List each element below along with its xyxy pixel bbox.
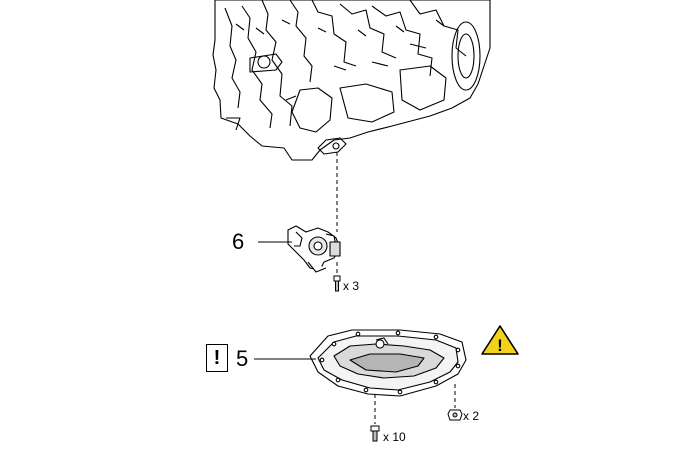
pan-bolt-quantity: x 10	[383, 430, 406, 444]
callout-6: 6	[232, 229, 245, 254]
pump-bolt-quantity: x 3	[343, 279, 360, 293]
callout-5: 5	[236, 346, 249, 371]
note-mark: !	[213, 346, 221, 369]
warning-icon-glyph: !	[497, 336, 503, 355]
nut-icon	[447, 409, 463, 421]
bolt-icon	[333, 275, 341, 292]
part-5-oil-pan	[309, 329, 467, 397]
warning-icon: !	[481, 325, 519, 355]
important-note-box: !	[206, 344, 228, 372]
pan-nut-quantity: x 2	[463, 409, 480, 423]
part-6-pump	[287, 225, 341, 273]
engine-block	[212, 0, 491, 161]
bolt-icon	[370, 425, 380, 442]
